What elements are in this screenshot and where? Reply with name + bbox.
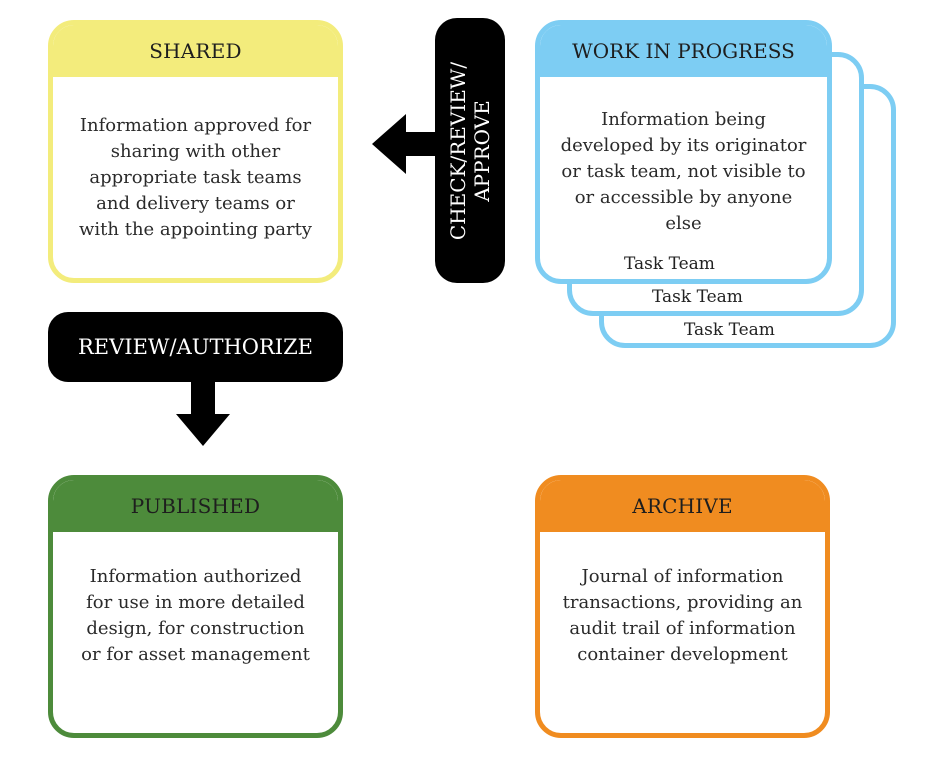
check-review-approve-pill — [435, 18, 505, 283]
published-box: PUBLISHED Information authorized for use… — [48, 475, 343, 738]
published-description: Information authorized for use in more d… — [81, 566, 310, 665]
task-team-label-middle: Task Team — [652, 287, 743, 307]
archive-description: Journal of information transactions, pro… — [562, 566, 803, 665]
wip-description: Information being developed by its origi… — [560, 109, 807, 234]
published-title: PUBLISHED — [53, 480, 338, 532]
shared-title: SHARED — [53, 25, 338, 77]
check-review-approve-label: CHECK/REVIEW/ APPROVE — [446, 61, 494, 241]
shared-description: Information approved for sharing with ot… — [79, 115, 312, 240]
archive-box: ARCHIVE Journal of information transacti… — [535, 475, 830, 738]
wip-title: WORK IN PROGRESS — [540, 25, 827, 77]
task-team-label-back: Task Team — [684, 320, 775, 340]
wip-card-front: WORK IN PROGRESS Information being devel… — [535, 20, 832, 284]
archive-title: ARCHIVE — [540, 480, 825, 532]
arrow-left-icon — [372, 114, 438, 174]
arrow-down-icon — [176, 380, 230, 446]
review-authorize-pill: REVIEW/AUTHORIZE — [48, 312, 343, 382]
shared-box: SHARED Information approved for sharing … — [48, 20, 343, 283]
task-team-label-front: Task Team — [624, 254, 715, 274]
